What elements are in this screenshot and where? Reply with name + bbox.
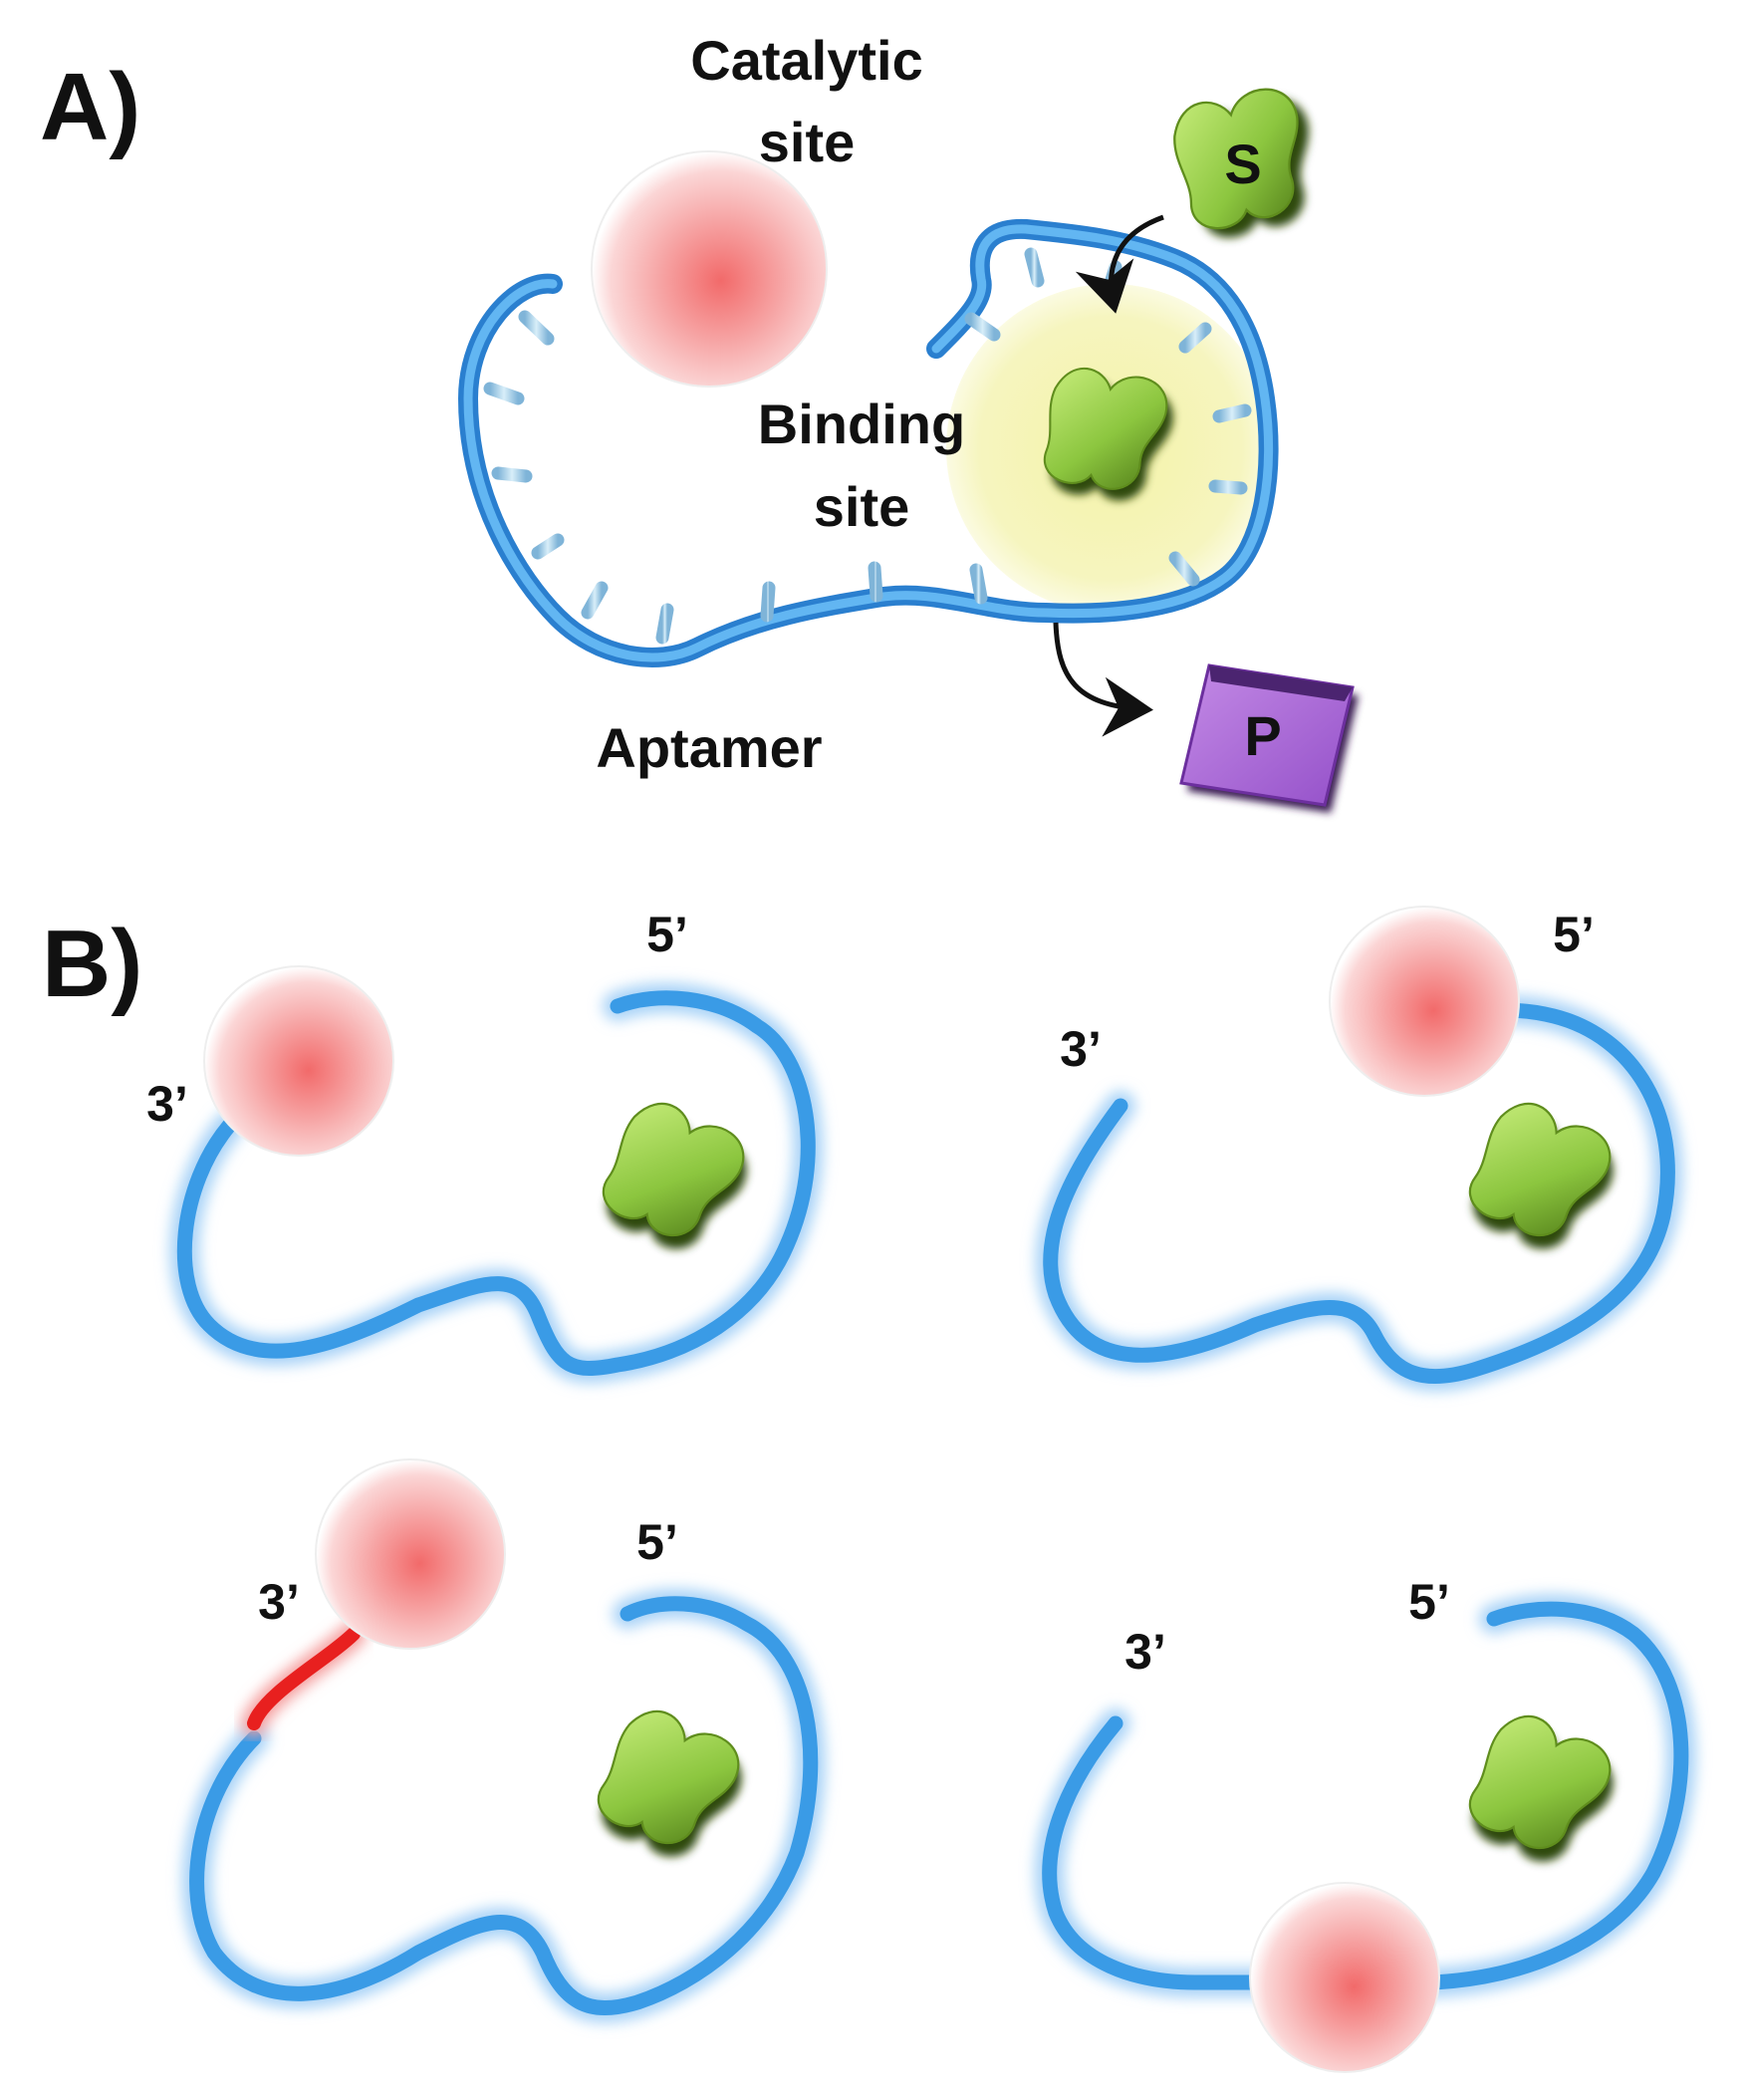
- base-tick: [964, 312, 1001, 342]
- five-prime-label: 5’: [646, 907, 688, 962]
- product-icon: [1179, 663, 1359, 813]
- substrate-label: S: [1224, 132, 1261, 195]
- base-tick: [518, 310, 555, 346]
- product-arrow: [1053, 622, 1153, 737]
- strand-1: [176, 990, 816, 1376]
- base-tick: [1212, 403, 1252, 423]
- base-tick: [483, 382, 525, 405]
- five-prime-label: 5’: [1408, 1574, 1450, 1630]
- base-tick: [1168, 551, 1200, 587]
- substrate-icon: [588, 1092, 761, 1267]
- binding-site-label-line1: Binding: [758, 393, 965, 455]
- catalytic-sphere: [315, 1458, 506, 1650]
- aptamer-label: Aptamer: [596, 716, 822, 779]
- config-4: 5’ 3’: [1034, 1574, 1696, 2073]
- linker-segment: [247, 1627, 361, 1730]
- five-prime-label: 5’: [1553, 907, 1595, 962]
- catalytic-sphere: [1329, 906, 1520, 1097]
- strand-3: [189, 1596, 819, 2016]
- config-3: 5’ 3’: [181, 1458, 826, 2023]
- catalytic-sphere: [591, 150, 828, 388]
- config-2: 5’ 3’: [1035, 906, 1683, 1392]
- catalytic-sphere: [1249, 1882, 1440, 2073]
- base-tick: [868, 561, 883, 603]
- five-prime-label: 5’: [636, 1514, 678, 1570]
- aptamer-ribbon: [457, 218, 1279, 667]
- config-1: 5’ 3’: [146, 907, 824, 1384]
- product-label: P: [1244, 704, 1281, 767]
- base-tick: [491, 466, 533, 483]
- base-tick: [581, 581, 609, 620]
- three-prime-label: 3’: [1060, 1021, 1102, 1077]
- three-prime-label: 3’: [258, 1574, 300, 1630]
- base-tick: [760, 581, 776, 623]
- substrate-icon: [1454, 1705, 1627, 1880]
- aptamer-bases: [483, 247, 1252, 645]
- base-tick: [969, 563, 988, 605]
- binding-arrow: [1075, 214, 1164, 314]
- catalytic-sphere: [203, 965, 394, 1157]
- base-tick: [531, 533, 565, 560]
- base-tick: [1208, 479, 1248, 495]
- substrate-icon: [1454, 1092, 1627, 1267]
- substrate-icon: [583, 1700, 756, 1875]
- binding-site-label-line2: site: [814, 475, 910, 538]
- catalytic-site-label-line2: site: [759, 111, 856, 173]
- strand-2: [1043, 1002, 1675, 1384]
- panel-a-label: A): [40, 54, 140, 160]
- catalytic-site-label-line1: Catalytic: [690, 29, 922, 92]
- panel-b-label: B): [42, 911, 142, 1017]
- base-tick: [655, 603, 674, 645]
- base-tick: [1024, 247, 1045, 288]
- base-tick: [1178, 322, 1212, 354]
- three-prime-label: 3’: [146, 1076, 188, 1132]
- strand-4: [1042, 1601, 1689, 1990]
- three-prime-label: 3’: [1124, 1624, 1166, 1680]
